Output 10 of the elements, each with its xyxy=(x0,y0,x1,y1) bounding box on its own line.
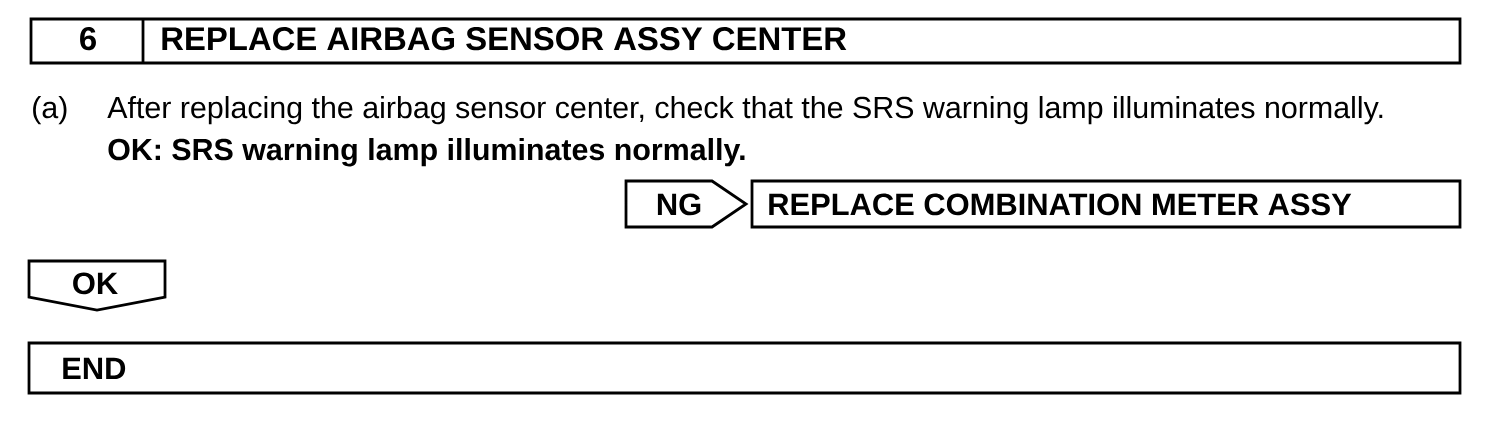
item-letter: (a) xyxy=(33,96,67,125)
step-title: REPLACE AIRBAG SENSOR ASSY CENTER xyxy=(162,27,847,51)
result-tag: OK xyxy=(27,259,167,312)
step-number: 6 xyxy=(80,27,96,51)
check-result-text: OK: SRS warning lamp illuminates normally. xyxy=(108,138,745,167)
result-tag: NG xyxy=(624,179,749,229)
end-box: END xyxy=(27,341,1462,395)
action-box: REPLACE COMBINATION METER ASSY xyxy=(750,179,1462,229)
step-box xyxy=(29,17,1462,65)
instruction-text: After replacing the airbag sensor center, check that the SRS warning lamp illuminates normally. xyxy=(107,96,1383,125)
